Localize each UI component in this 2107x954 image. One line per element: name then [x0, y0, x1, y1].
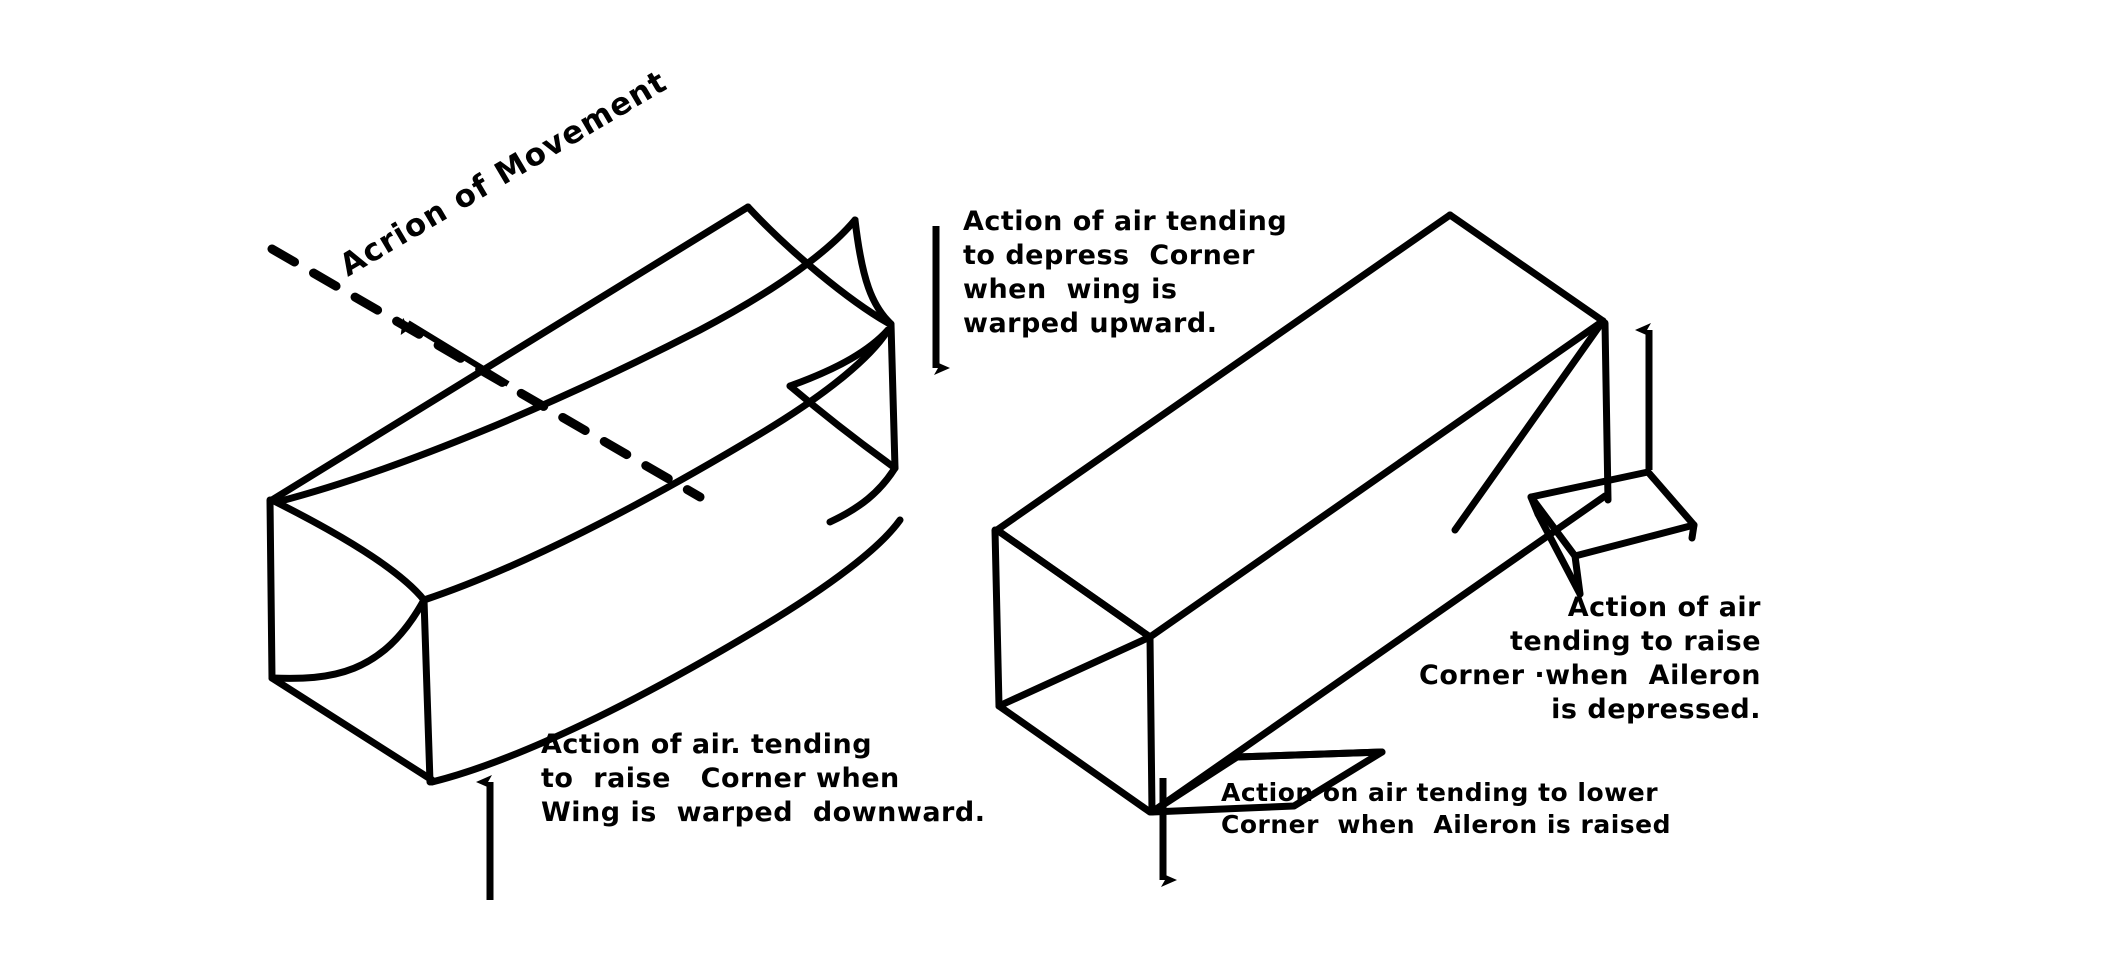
- left-box-front-top-edge: [420, 326, 892, 604]
- left-box-left-end-inner-lower: [268, 596, 428, 682]
- label-action-depress-corner: Action of air tending to depress Corner …: [963, 206, 1288, 340]
- right-box-right-end-inner: [1451, 317, 1607, 534]
- left-box-right-end-inner: [786, 326, 892, 390]
- right-figure-aileron-wing: [991, 211, 1698, 816]
- left-figure-warped-wing: [266, 203, 904, 786]
- left-box-front-bottom-edge: [428, 516, 904, 786]
- right-box-top-back-edge: [993, 211, 1454, 534]
- left-box-right-end-curve-upper: [851, 216, 895, 328]
- right-box-left-end-inner-upper: [993, 526, 1154, 641]
- label-action-raise-corner-aileron-depressed: Action of air tending to raise Corner ·w…: [1419, 592, 1761, 726]
- left-box-top-back-edge: [268, 203, 752, 504]
- right-box-front-crease-vertical: [1146, 633, 1156, 816]
- right-box-right-end-vertical: [1601, 319, 1612, 504]
- right-box-left-end-bottom-edge: [995, 702, 1154, 816]
- action-of-movement-arrow: [400, 317, 510, 387]
- label-action-lower-corner-aileron-raised: Action on air tending to lower Corner wh…: [1221, 778, 1671, 839]
- left-box-right-end-curve-lower: [826, 464, 899, 526]
- left-box-right-end-vertical: [887, 320, 899, 472]
- force-arrows: [476, 226, 1653, 900]
- left-box-left-end-inner-upper: [268, 496, 428, 604]
- left-box-left-end-vertical: [266, 496, 276, 682]
- left-box-front-crease-vertical: [420, 596, 434, 786]
- right-box-left-end-inner-lower: [995, 633, 1154, 710]
- action-of-movement-annotation: [267, 244, 705, 502]
- right-box-top-right-short-edge: [1446, 211, 1607, 325]
- label-action-raise-corner-warped-down: Action of air. tending to raise Corner w…: [541, 729, 986, 829]
- left-box-left-end-bottom-edge: [268, 674, 436, 784]
- left-box-top-front-edge: [273, 216, 859, 506]
- right-box-top-front-edge: [1146, 317, 1607, 641]
- left-box-top-back-warp-edge: [744, 203, 892, 327]
- right-box-left-end-vertical: [991, 526, 1003, 710]
- right-aileron-raised-flap-connector: [1534, 510, 1584, 598]
- left-box-right-end-inner-lower: [786, 382, 899, 472]
- right-aileron-raised-flap-edge3: [1688, 521, 1698, 542]
- right-aileron-depressed-flap-hinge: [1233, 748, 1386, 761]
